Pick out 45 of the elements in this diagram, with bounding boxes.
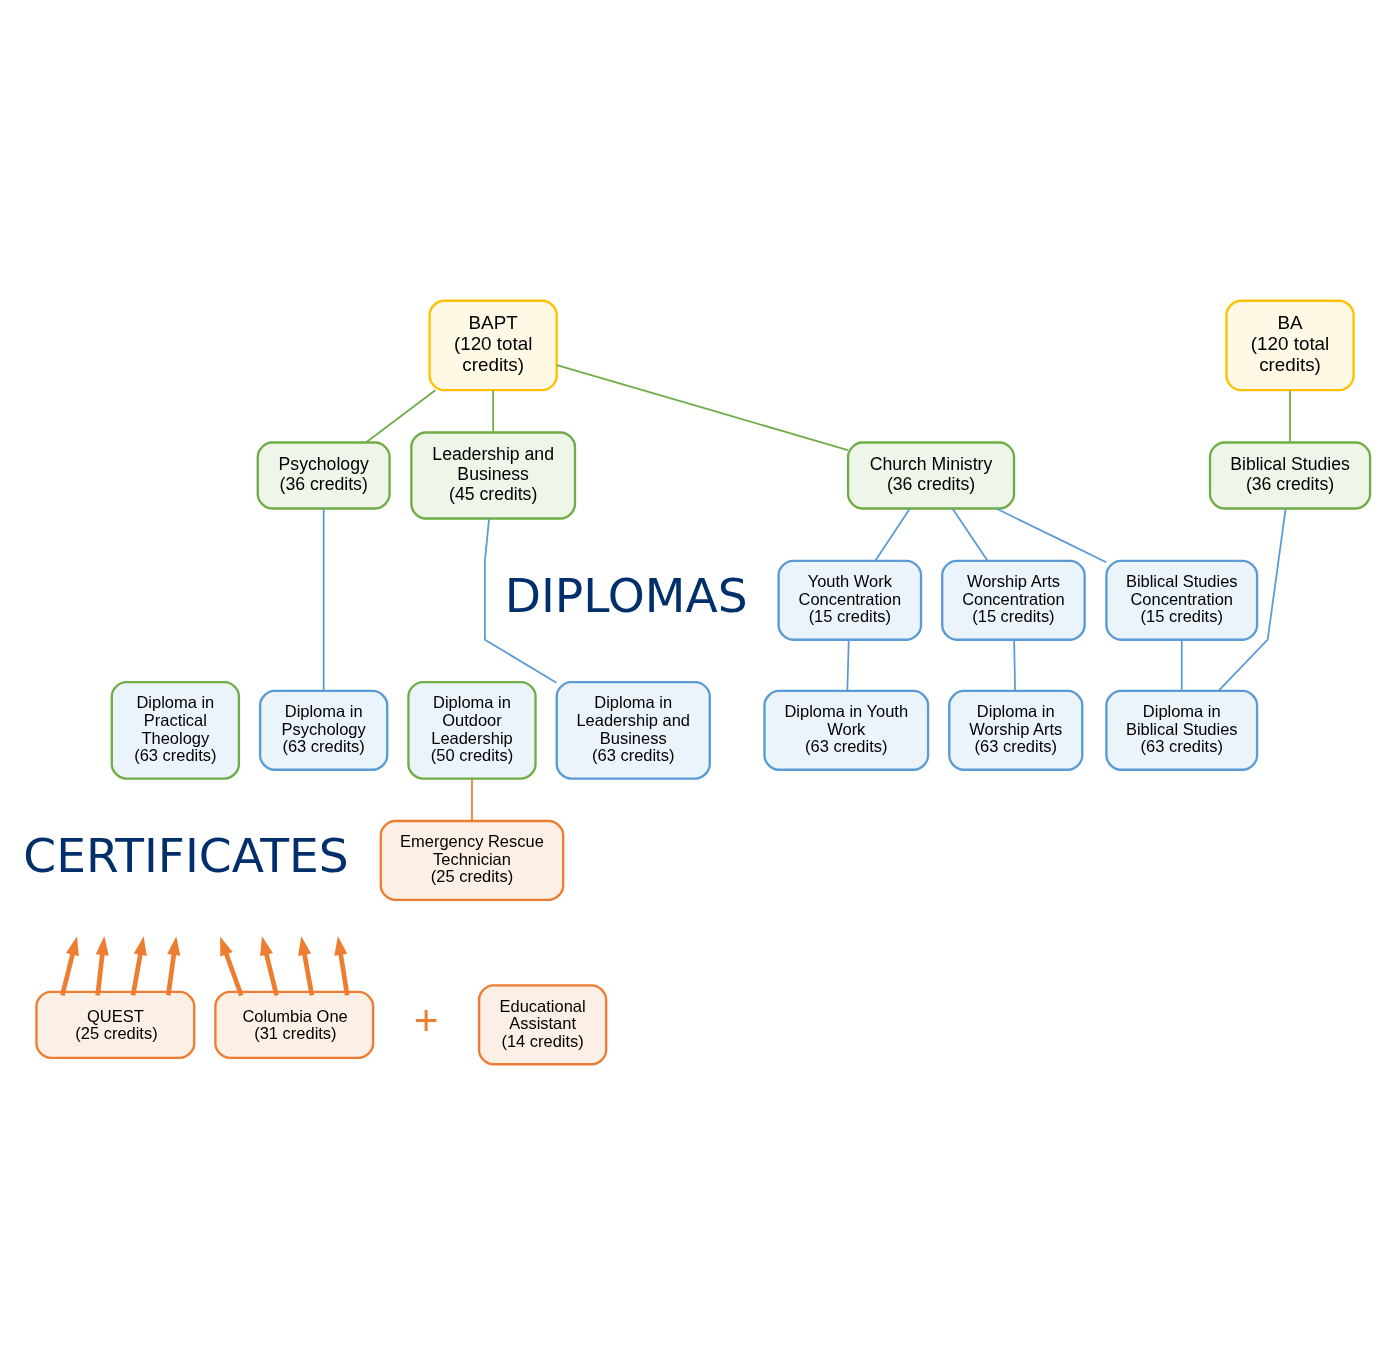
arrow <box>130 935 147 996</box>
arrow <box>60 935 79 996</box>
connector <box>874 507 911 561</box>
node-box: Worship Arts Concentration (15 credits) <box>941 559 1086 641</box>
connector <box>1289 388 1291 443</box>
node-box: Emergency Rescue Technician (25 credits) <box>379 819 565 901</box>
arrow <box>220 936 244 996</box>
node-box: Diploma in Youth Work (63 credits) <box>763 689 930 771</box>
arrow <box>165 935 181 996</box>
label: CERTIFICATES <box>23 827 349 883</box>
connector <box>322 507 325 692</box>
arrow <box>298 935 315 996</box>
node-box: Diploma in Psychology (63 credits) <box>258 689 389 771</box>
connector <box>471 777 473 821</box>
node-box: Biblical Studies (36 credits) <box>1208 440 1372 510</box>
node-box: Diploma in Worship Arts (63 credits) <box>948 689 1084 771</box>
connector <box>846 638 850 692</box>
arrow <box>95 935 109 996</box>
connector <box>951 507 989 561</box>
node-box: Diploma in Biblical Studies (63 credits) <box>1105 689 1259 771</box>
node-box: Leadership and Business (45 credits) <box>410 430 577 520</box>
connector <box>492 388 495 433</box>
connector <box>484 517 558 684</box>
connector <box>1217 507 1287 692</box>
label: + <box>413 996 439 1044</box>
node-box: Diploma in Outdoor Leadership (50 credits) <box>407 680 537 780</box>
connector <box>995 507 1108 563</box>
node-box: Diploma in Practical Theology (63 credits) <box>110 680 241 780</box>
node-box: Church Ministry (36 credits) <box>846 440 1016 510</box>
node-box: Youth Work Concentration (15 credits) <box>777 559 923 641</box>
node-box: Psychology (36 credits) <box>256 440 391 510</box>
connector <box>555 363 849 451</box>
label: DIPLOMAS <box>504 567 748 623</box>
node-box: BAPT (120 total credits) <box>428 299 558 391</box>
node-box: Columbia One (31 credits) <box>214 990 375 1059</box>
node-box: BA (120 total credits) <box>1225 299 1355 391</box>
node-box: Biblical Studies Concentration (15 credits) <box>1105 559 1259 641</box>
connector <box>365 388 437 443</box>
connector <box>1013 638 1016 692</box>
arrow <box>260 935 279 996</box>
node-box: Diploma in Leadership and Business (63 credits) <box>555 680 711 780</box>
connector <box>1180 638 1183 692</box>
arrow <box>334 935 350 996</box>
node-box: QUEST (25 credits) <box>35 990 196 1059</box>
node-box: Educational Assistant (14 credits) <box>477 983 608 1065</box>
